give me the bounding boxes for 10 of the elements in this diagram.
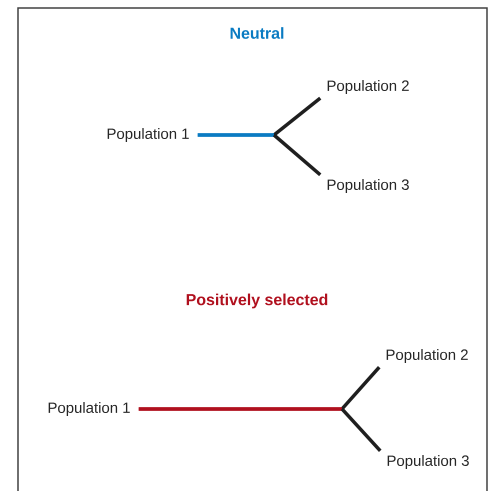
population-label: Population 1 <box>108 128 189 142</box>
tree-branch <box>138 407 382 452</box>
heading: Neutral <box>230 27 284 39</box>
population-label: Population 1 <box>48 402 130 416</box>
population-label: Population 3 <box>328 179 409 193</box>
tree-branch <box>198 133 322 176</box>
population-label: Population 2 <box>328 80 409 94</box>
population-label: Population 2 <box>386 349 468 363</box>
heading: Positively selected <box>186 294 328 308</box>
population-label: Population 3 <box>388 455 469 469</box>
